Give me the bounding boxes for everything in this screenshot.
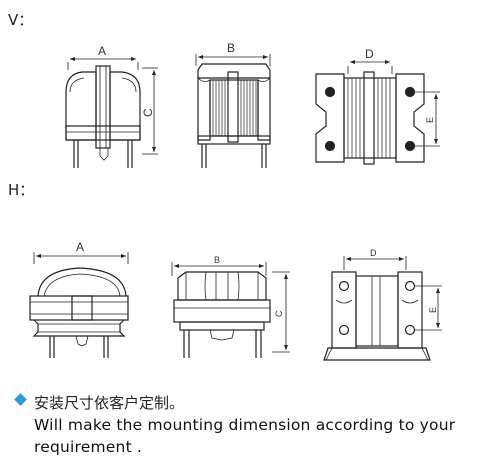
v-front-view: A C xyxy=(65,44,158,168)
dim-b-h-label: B xyxy=(214,255,220,265)
note-english: Will make the mounting dimension accordi… xyxy=(34,416,456,456)
top-winding-lines xyxy=(347,78,391,158)
h-side-view: B C xyxy=(171,255,290,358)
h-front-view: A xyxy=(29,240,129,358)
dim-e-label: E xyxy=(425,117,435,123)
h-top-view: D E xyxy=(323,248,442,361)
v-side-view: B xyxy=(195,41,271,168)
v-top-view: D E xyxy=(315,47,440,165)
horizontal-section-label: H： xyxy=(8,181,34,199)
dim-c-h-label: C xyxy=(274,310,284,317)
winding-lines xyxy=(212,80,257,136)
dim-b-label: B xyxy=(227,41,235,55)
dim-a-h-label: A xyxy=(76,240,84,254)
note-chinese: 安装尺寸依客户定制。 xyxy=(34,394,185,412)
dim-e-h-label: E xyxy=(428,307,438,313)
dim-a-label: A xyxy=(98,44,106,58)
vertical-section-label: V： xyxy=(8,11,33,29)
dim-d-h-label: D xyxy=(370,248,377,258)
dim-d-label: D xyxy=(365,47,374,61)
dim-c-label: C xyxy=(141,108,155,117)
